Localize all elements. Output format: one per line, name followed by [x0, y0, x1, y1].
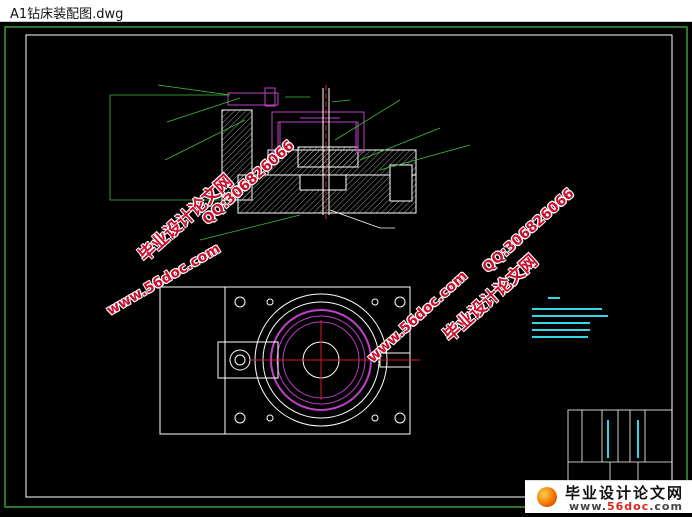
section-view — [221, 85, 417, 220]
logo-icon — [537, 487, 557, 507]
site-banner: 毕业设计论文网 www.56doc.com — [525, 480, 692, 513]
leader-lines — [109, 84, 471, 241]
plan-view — [159, 286, 420, 435]
window-title: A1钻床装配图.dwg — [10, 7, 124, 22]
cad-drawing — [4, 26, 688, 508]
url-suffix: .com — [649, 500, 683, 513]
banner-url: www.56doc.com — [569, 500, 683, 513]
technical-notes — [532, 297, 608, 338]
banner-site-name: 毕业设计论文网 — [565, 484, 685, 502]
title-bar: A1钻床装配图.dwg — [0, 0, 692, 22]
title-block — [567, 409, 673, 489]
url-mid: 56doc — [606, 500, 650, 513]
url-prefix: www. — [569, 500, 607, 513]
inner-frame — [25, 34, 673, 498]
drawing-canvas[interactable]: 毕业设计论文网 QQ:306826066 www.56doc.com www.5… — [0, 22, 692, 513]
outer-frame — [4, 26, 688, 508]
